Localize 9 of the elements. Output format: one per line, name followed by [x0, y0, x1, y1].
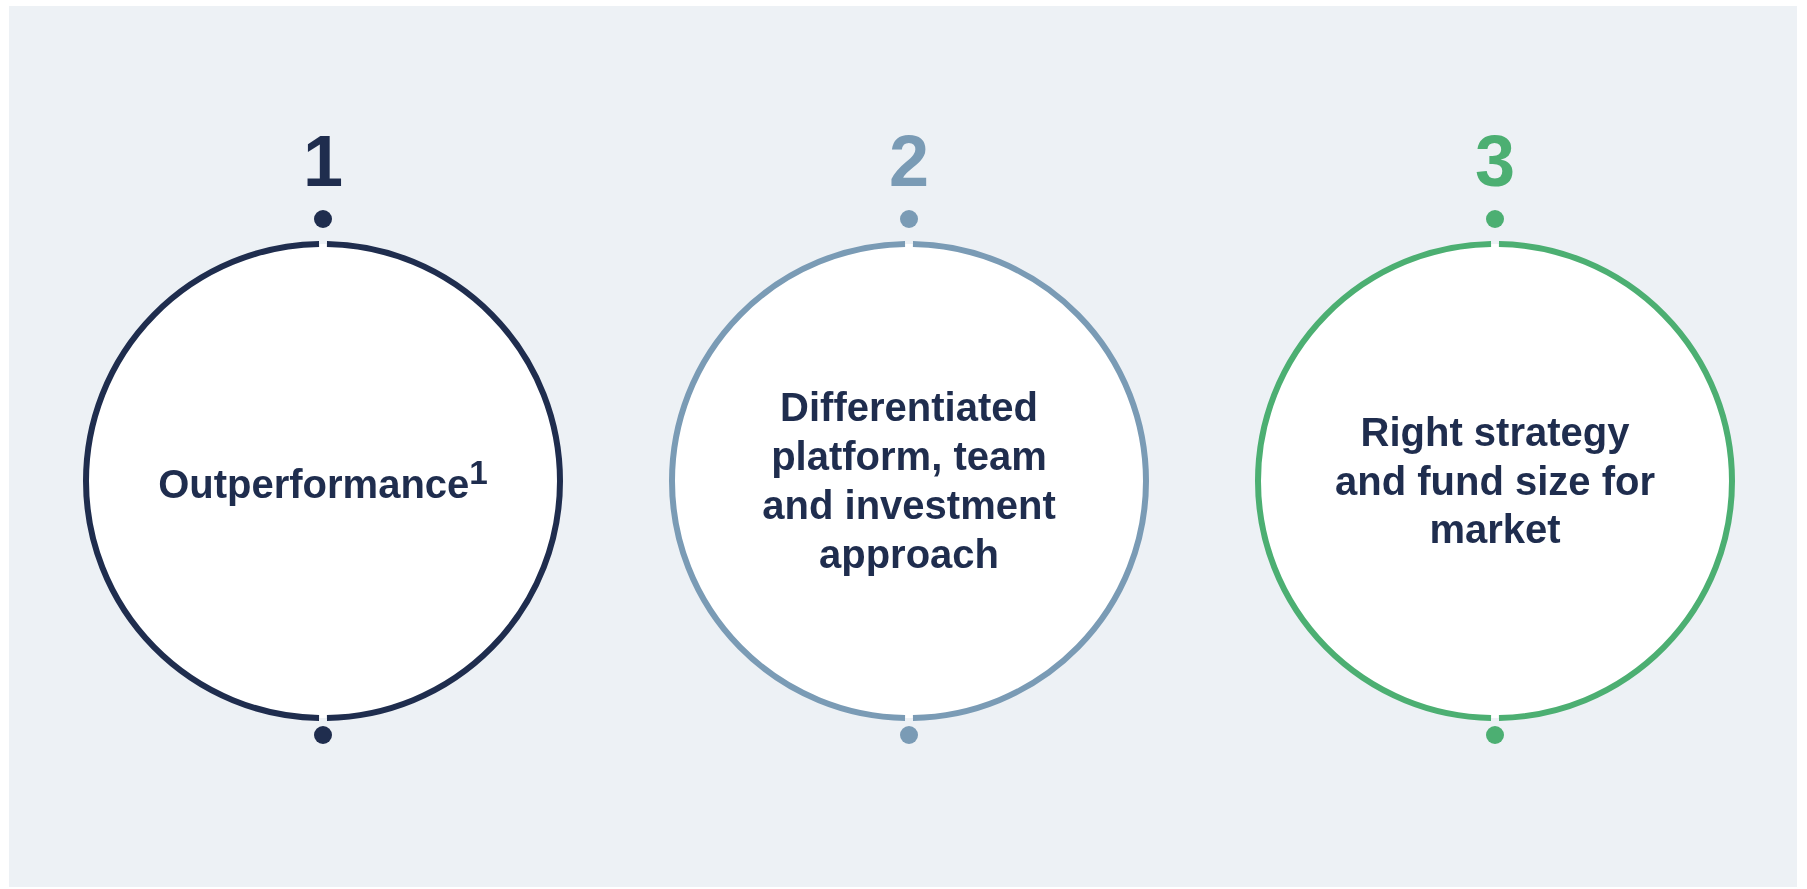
circle-node: [669, 241, 1149, 721]
circle-node: [1255, 241, 1735, 721]
circle-text: Right strategy and fund size for market: [1334, 408, 1656, 554]
circle-node: [83, 241, 563, 721]
circle-text: Outperformance$^{1}$: [158, 452, 488, 509]
step-number: 3: [1473, 120, 1516, 202]
circle-text: Differentiated platform, team and investment approach: [761, 384, 1057, 578]
step-number: 2: [887, 120, 930, 202]
step-number: 1: [301, 120, 344, 202]
